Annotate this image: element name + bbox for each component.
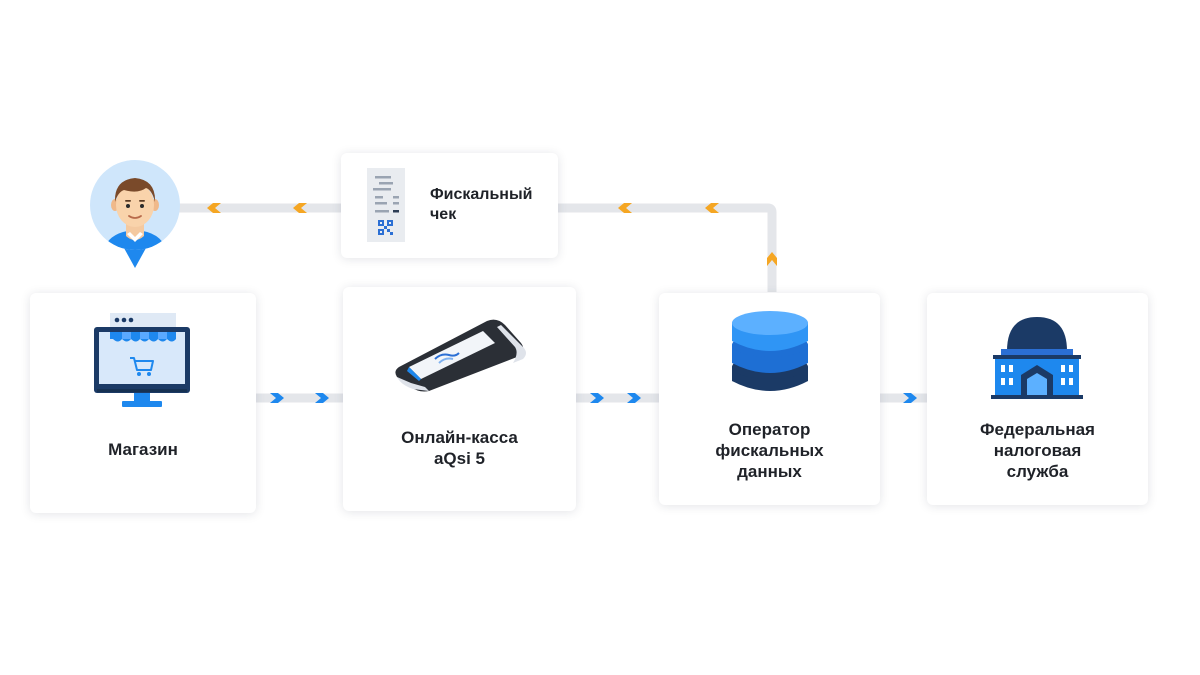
receipt-icon <box>367 168 405 242</box>
pos-card: Онлайн-касса aQsi 5 <box>343 287 576 511</box>
receipt-flow-arrows <box>207 203 777 266</box>
data-flow-arrow <box>270 393 284 403</box>
data-flow-arrow <box>903 393 917 403</box>
receipt-flow-arrow <box>207 203 221 213</box>
government-building-icon <box>991 317 1083 399</box>
data-flow-arrow <box>627 393 641 403</box>
receipt-flow-arrow <box>767 252 777 266</box>
storefront-monitor-icon <box>94 313 190 407</box>
fns-label: Федеральная налоговая служба <box>980 420 1095 481</box>
database-icon <box>732 311 808 391</box>
shop-label: Магазин <box>108 440 178 459</box>
data-flow-arrows <box>270 393 917 403</box>
data-flow-arrow <box>315 393 329 403</box>
data-flow-arrow <box>590 393 604 403</box>
receipt-flow-arrow <box>293 203 307 213</box>
pos-label: Онлайн-касса aQsi 5 <box>401 428 518 468</box>
receipt-card: Фискальный чек <box>341 153 558 258</box>
shop-card: Магазин <box>30 293 256 513</box>
receipt-flow-arrow <box>618 203 632 213</box>
customer-avatar-icon <box>90 160 180 268</box>
pos-terminal-icon <box>395 319 526 392</box>
receipt-label: Фискальный чек <box>430 186 533 223</box>
customer-avatar <box>88 158 182 270</box>
receipt-flow-arrow <box>705 203 719 213</box>
fns-card: Федеральная налоговая служба <box>927 293 1148 505</box>
ofd-label: Оператор фискальных данных <box>715 420 824 481</box>
ofd-card: Оператор фискальных данных <box>659 293 880 505</box>
receipt-flow-line <box>178 203 777 292</box>
